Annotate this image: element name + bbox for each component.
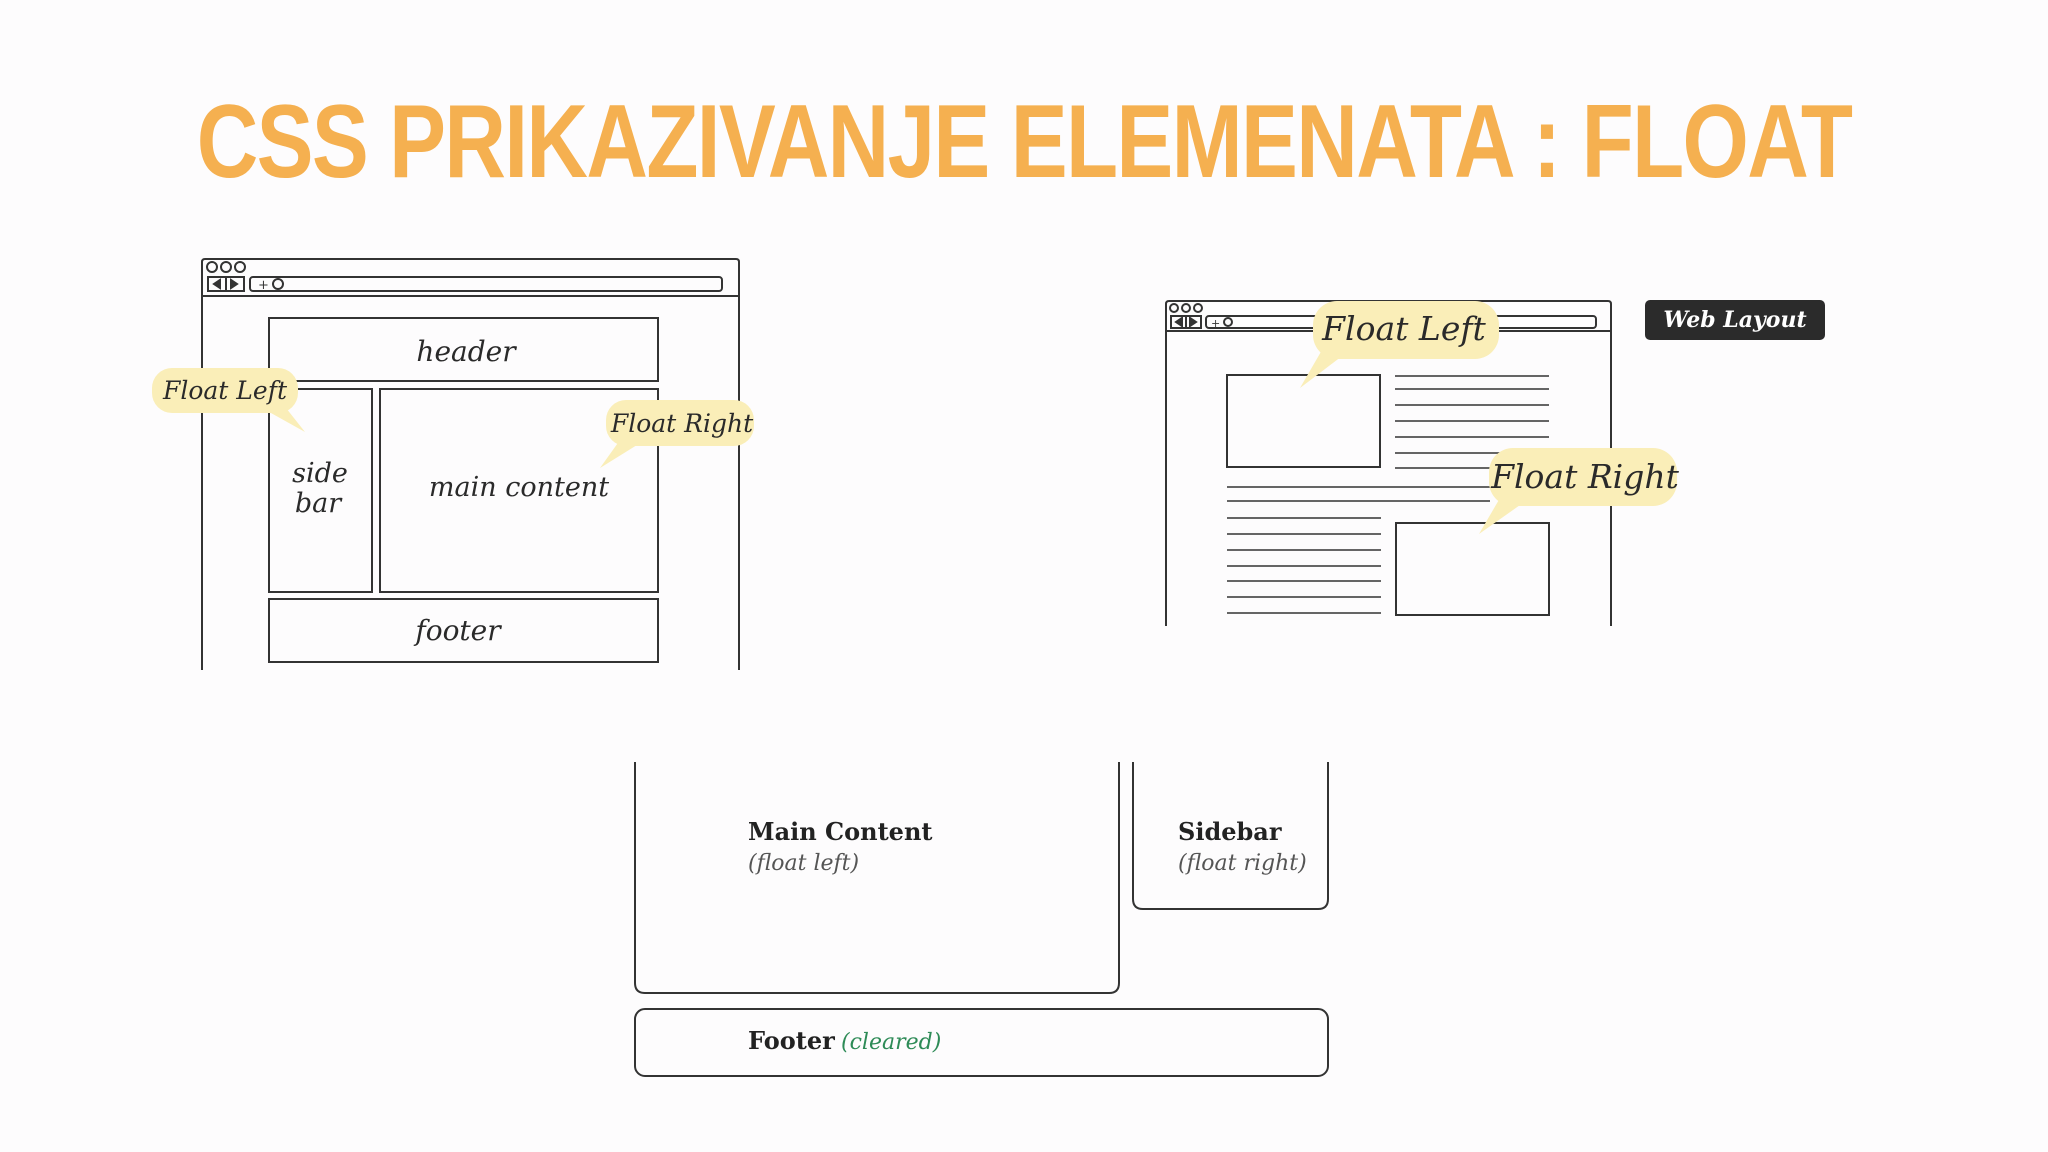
svg-text:+: + — [258, 278, 269, 293]
bottom-sidebar-note: (float right) — [1178, 851, 1307, 876]
bottom-sidebar-title: Sidebar — [1178, 817, 1282, 846]
bottom-footer-note: (cleared) — [841, 1030, 941, 1055]
left-header-label: header — [416, 335, 517, 368]
svg-text:+: + — [1211, 317, 1220, 330]
right-float-left-label: Float Left — [1321, 309, 1486, 348]
right-nav-buttons-icon — [1171, 316, 1201, 328]
left-footer-label: footer — [413, 614, 502, 647]
left-address-circle-icon — [273, 279, 283, 289]
bottom-main-note: (float left) — [748, 851, 859, 876]
left-float-right-label: Float Right — [610, 409, 754, 438]
bottom-footer-title: Footer — [748, 1026, 835, 1055]
right-float-left-box — [1227, 375, 1380, 467]
left-float-left-label: Float Left — [162, 376, 288, 405]
bottom-main-content-box — [635, 762, 1119, 993]
left-nav-buttons-icon — [208, 277, 244, 291]
right-window-dots-icon — [1170, 304, 1202, 312]
right-float-right-label: Float Right — [1490, 457, 1680, 496]
bottom-footer-box — [635, 1009, 1328, 1076]
bottom-main-title: Main Content — [748, 817, 933, 846]
right-address-circle-icon — [1224, 318, 1232, 326]
right-text-lines-bottom — [1227, 518, 1381, 613]
left-main-label: main content — [429, 472, 609, 503]
web-layout-tag-label: Web Layout — [1663, 307, 1806, 333]
left-sidebar-label-line2: bar — [295, 488, 343, 519]
right-float-right-box — [1396, 523, 1549, 615]
left-sidebar-label-line1: side — [292, 458, 348, 489]
left-address-bar — [250, 277, 722, 291]
left-window-dots-icon — [207, 262, 245, 272]
